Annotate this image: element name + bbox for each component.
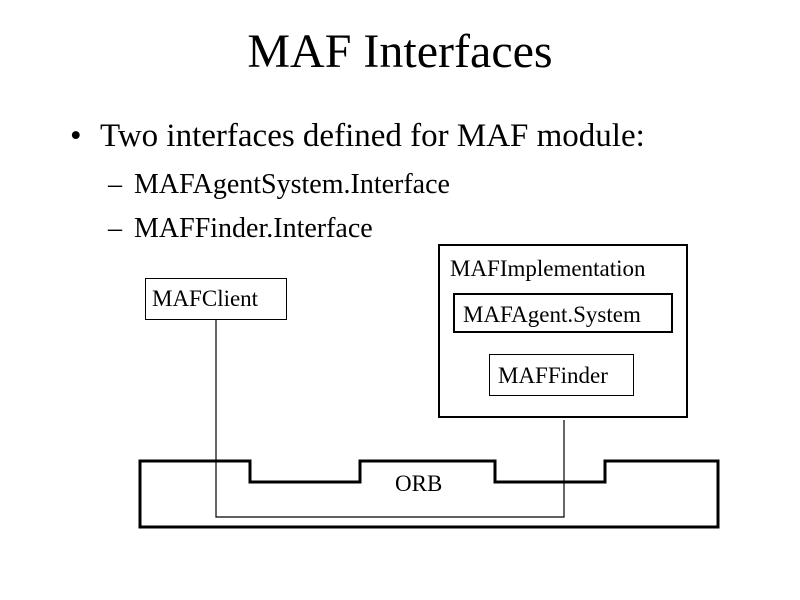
maf-agent-system-box: MAFAgent.System <box>453 293 673 333</box>
bullet-item: • Two interfaces defined for MAF module: <box>70 114 645 158</box>
slide-title: MAF Interfaces <box>247 25 553 78</box>
maf-client-box: MAFClient <box>145 278 287 320</box>
maf-finder-box: MAFFinder <box>489 354 634 396</box>
bullet-text: Two interfaces defined for MAF module: <box>100 118 645 154</box>
sub-item-marker: – <box>108 169 122 200</box>
client-connector-line <box>215 320 565 518</box>
sub-item-marker: – <box>108 213 122 244</box>
sub-item-text: MAFFinder.Interface <box>134 213 373 244</box>
maf-implementation-label: MAFImplementation <box>450 256 646 281</box>
sub-item-agent-system-interface: –MAFAgentSystem.Interface <box>108 168 450 202</box>
maf-client-label: MAFClient <box>152 286 259 311</box>
maf-agent-system-label: MAFAgent.System <box>463 302 641 327</box>
orb-label: ORB <box>395 471 443 496</box>
maf-finder-label: MAFFinder <box>498 363 608 388</box>
bullet-marker: • <box>70 118 82 154</box>
sub-item-finder-interface: –MAFFinder.Interface <box>108 212 373 246</box>
maf-implementation-box <box>438 244 688 418</box>
orb-bus-outline <box>138 459 720 529</box>
sub-item-text: MAFAgentSystem.Interface <box>134 169 450 200</box>
